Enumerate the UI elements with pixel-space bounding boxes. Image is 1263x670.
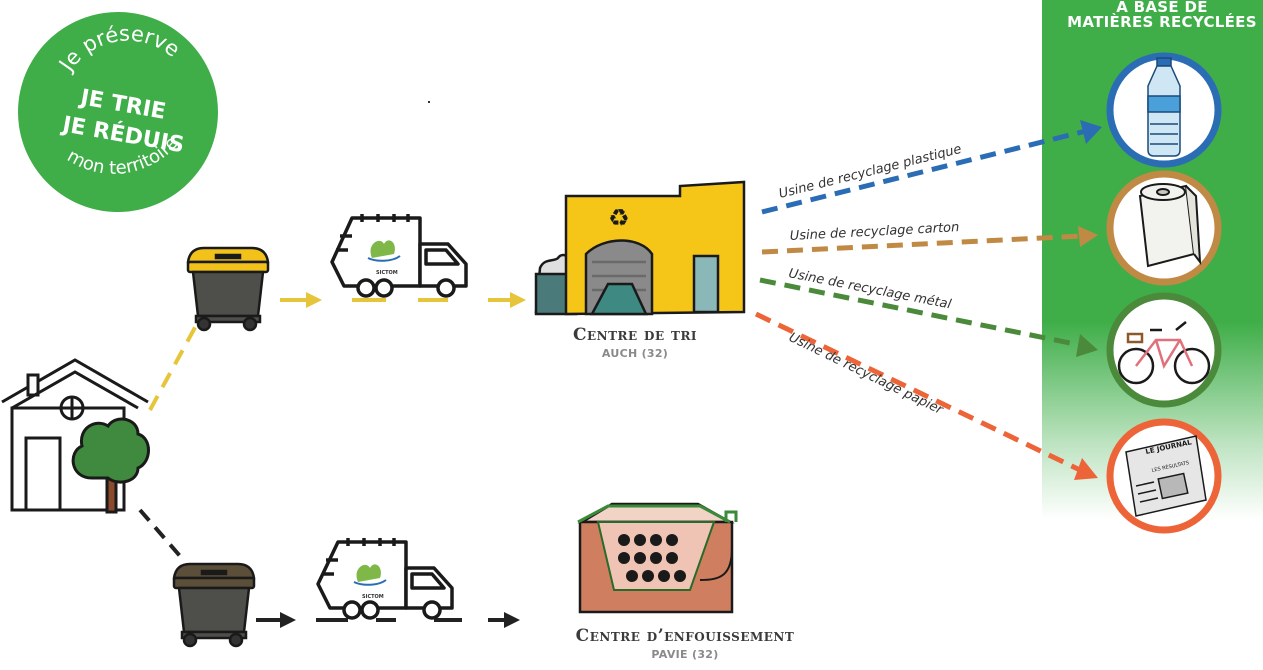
garbage-truck-icon: SICTOM <box>316 538 454 620</box>
paper-roll-icon <box>1138 183 1202 268</box>
badge: Je préserve JE TRIE JE RÉDUIS mon territ… <box>18 12 218 212</box>
truck-logo-text: SICTOM <box>376 270 398 276</box>
sorting-center-building-icon: ♻ <box>534 180 746 316</box>
panel-title-line2: MATIÈRES RECYCLÉES <box>1067 13 1257 31</box>
yellow-bin-icon <box>186 246 270 332</box>
landfill-icon <box>577 502 738 614</box>
flow-label-carton: Usine de recyclage carton <box>789 220 959 244</box>
water-bottle-icon <box>1147 57 1181 157</box>
stray-dot <box>428 101 430 103</box>
house-icon <box>1 358 150 514</box>
sorting-center-name: Centre de tri <box>572 325 698 345</box>
black-collection-path <box>138 508 520 628</box>
product-carton <box>1106 170 1222 286</box>
truck-logo-text: SICTOM <box>362 594 384 600</box>
landfill-location: pavie (32) <box>651 648 719 661</box>
product-plastic <box>1106 52 1222 168</box>
carton-flow-arrow <box>761 226 1098 255</box>
recycle-icon: ♻ <box>608 204 630 232</box>
flow-label-plastic: Usine de recyclage plastique <box>777 142 963 202</box>
bicycle-icon <box>1117 321 1211 385</box>
badge-circle <box>18 12 218 212</box>
sorting-center-label: Centre de tri auch (32) <box>540 325 730 360</box>
waste-bags <box>618 534 686 582</box>
newspaper-icon: LE JOURNAL LES RÉSULTATS <box>1125 435 1207 517</box>
sorting-center-location: auch (32) <box>601 347 669 360</box>
paper-flow-arrow <box>754 311 1098 480</box>
landfill-name: Centre d’enfouissement <box>575 626 795 646</box>
yellow-collection-path <box>148 292 526 411</box>
metal-flow-arrow <box>759 277 1098 357</box>
garbage-truck-icon: SICTOM <box>330 214 468 298</box>
plastic-flow-arrow <box>761 120 1102 215</box>
brown-bin-icon <box>172 562 256 648</box>
landfill-label: Centre d’enfouissement pavie (32) <box>520 626 850 661</box>
panel-title-line1: À BASE DE <box>1116 0 1208 16</box>
product-paper: LE JOURNAL LES RÉSULTATS <box>1106 418 1222 534</box>
panel-title: À BASE DE MATIÈRES RECYCLÉES <box>1042 0 1263 30</box>
product-metal <box>1106 292 1222 408</box>
flow-label-paper: Usine de recyclage papier <box>786 330 946 418</box>
